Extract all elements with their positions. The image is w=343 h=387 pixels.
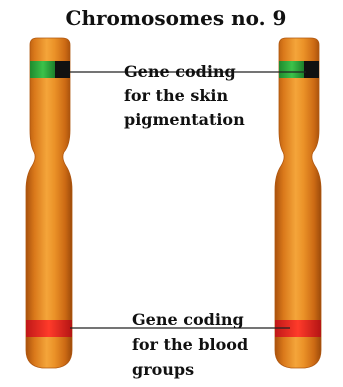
right-skin-band-black	[304, 61, 319, 78]
blood-gene-label-line-1: Gene coding	[132, 310, 244, 329]
right-chromosome	[275, 38, 321, 368]
skin-gene-label-line-1: Gene coding	[124, 62, 236, 81]
blood-gene-label-line-2: for the blood	[132, 335, 248, 354]
blood-gene-label: Gene coding for the blood groups	[132, 310, 248, 379]
left-skin-band-green	[30, 61, 56, 78]
skin-gene-label-line-3: pigmentation	[124, 110, 245, 129]
skin-gene-label-line-2: for the skin	[124, 86, 229, 105]
right-chromosome-body	[275, 38, 321, 368]
page-title: Chromosomes no. 9	[66, 6, 287, 30]
left-blood-band	[26, 320, 72, 337]
left-skin-band-black	[55, 61, 70, 78]
left-chromosome	[26, 38, 72, 368]
blood-gene-label-line-3: groups	[132, 360, 194, 379]
left-chromosome-body	[26, 38, 72, 368]
right-skin-band-green	[279, 61, 305, 78]
skin-gene-label: Gene coding for the skin pigmentation	[120, 58, 260, 132]
